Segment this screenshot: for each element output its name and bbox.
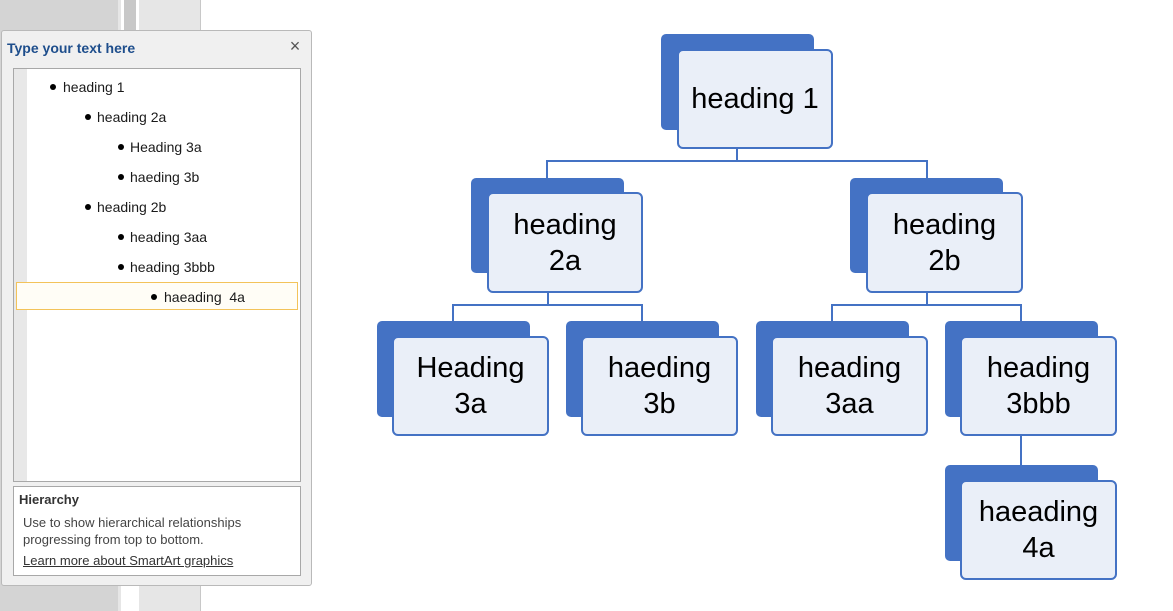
connector xyxy=(926,160,928,178)
node-label-line1: heading xyxy=(892,208,997,241)
list-item-text: heading 2a xyxy=(97,109,167,125)
node-label-line2: 2a xyxy=(548,244,582,277)
bullet-icon xyxy=(151,294,157,300)
node-label-line2: 3aa xyxy=(825,388,874,420)
ruler-marker xyxy=(124,0,136,30)
node-label-line1: haeding xyxy=(607,352,712,384)
node-label-line1: heading xyxy=(797,352,902,384)
list-item[interactable]: heading 3bbb xyxy=(16,253,298,281)
node-haeading-4a[interactable]: haeading 4a xyxy=(960,480,1117,580)
pane-title: Type your text here xyxy=(7,40,136,56)
connector xyxy=(546,160,548,178)
outline-gutter xyxy=(14,69,27,481)
node-label-line1: haeading xyxy=(978,496,1099,528)
node-heading-3aa[interactable]: heading 3aa xyxy=(771,336,928,436)
bullet-icon xyxy=(118,144,124,150)
close-icon[interactable]: × xyxy=(289,36,301,56)
list-item-text: Heading 3a xyxy=(130,139,202,155)
list-item[interactable]: heading 2a xyxy=(16,103,298,131)
list-item[interactable]: haeding 3b xyxy=(16,163,298,191)
node-label-line2: 4a xyxy=(1022,532,1055,564)
bullet-icon xyxy=(85,114,91,120)
connector xyxy=(831,304,1022,306)
list-item-text: heading 2b xyxy=(97,199,167,215)
list-item-text: haeding 3b xyxy=(130,169,200,185)
bullet-outline[interactable]: heading 1 heading 2a Heading 3a haeding … xyxy=(13,68,301,482)
list-item[interactable]: heading 1 xyxy=(16,73,298,101)
node-heading-3a[interactable]: Heading 3a xyxy=(392,336,549,436)
node-label-line2: 3b xyxy=(643,388,676,420)
list-item-text: heading 3aa xyxy=(130,229,208,245)
list-item-selected[interactable]: haeading 4a xyxy=(16,282,298,310)
bullet-icon xyxy=(85,204,91,210)
node-label-line1: heading 1 xyxy=(691,83,819,115)
connector xyxy=(641,304,643,321)
layout-info-box: Hierarchy Use to show hierarchical relat… xyxy=(13,486,301,576)
connector xyxy=(1020,304,1022,321)
node-label-line2: 2b xyxy=(928,244,961,277)
connector xyxy=(452,304,643,306)
node-label-line1: Heading xyxy=(416,352,525,384)
connector xyxy=(831,304,833,321)
list-item-text: haeading 4a xyxy=(164,289,245,305)
connector xyxy=(452,304,454,321)
list-item-text: heading 1 xyxy=(63,79,125,95)
smartart-text-pane[interactable]: Type your text here × heading 1 heading … xyxy=(1,30,312,586)
connector xyxy=(547,292,549,305)
node-haeding-3b[interactable]: haeding 3b xyxy=(581,336,738,436)
list-item-text: heading 3bbb xyxy=(130,259,215,275)
connector xyxy=(926,292,928,305)
node-label-line2: 3bbb xyxy=(1006,388,1071,420)
connector xyxy=(736,148,738,161)
connector xyxy=(546,160,928,162)
bullet-icon xyxy=(118,174,124,180)
layout-description: Use to show hierarchical relationships p… xyxy=(23,515,242,547)
connector xyxy=(1020,435,1022,465)
bullet-icon xyxy=(118,264,124,270)
node-label-line1: heading xyxy=(986,352,1091,384)
learn-more-link[interactable]: Learn more about SmartArt graphics xyxy=(23,553,234,568)
bullet-icon xyxy=(118,234,124,240)
list-item[interactable]: heading 3aa xyxy=(16,223,298,251)
node-heading-3bbb[interactable]: heading 3bbb xyxy=(960,336,1117,436)
bullet-icon xyxy=(50,84,56,90)
list-item[interactable]: Heading 3a xyxy=(16,133,298,161)
node-heading-1[interactable]: heading 1 xyxy=(677,49,833,149)
list-item[interactable]: heading 2b xyxy=(16,193,298,221)
layout-name: Hierarchy xyxy=(19,492,79,507)
node-label-line1: heading xyxy=(513,208,617,241)
node-label-line2: 3a xyxy=(454,388,487,420)
